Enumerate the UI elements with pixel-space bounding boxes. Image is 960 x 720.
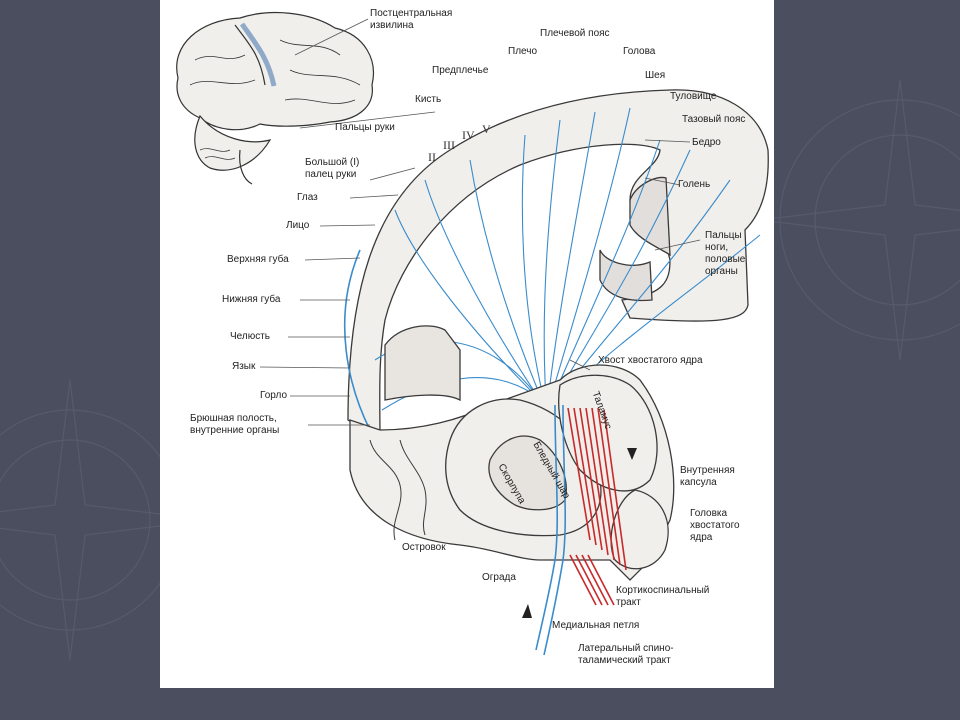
label-thumb: Большой (I) палец руки	[305, 157, 360, 180]
label-caudate-head: Головка хвостатого ядра	[690, 508, 740, 543]
label-throat: Горло	[260, 390, 288, 401]
label-spinothalamic-tract: Латеральный спино- таламический тракт	[578, 643, 674, 666]
label-neck: Шея	[645, 70, 666, 81]
label-corticospinal-tract: Кортикоспинальный тракт	[616, 585, 710, 608]
label-tongue: Язык	[232, 361, 256, 372]
cortex-arch	[347, 89, 769, 442]
label-viscera: Брюшная полость, внутренние органы	[190, 413, 280, 436]
roman-numeral-3: III	[443, 138, 455, 152]
arrow-down-icon	[627, 448, 637, 460]
label-thigh: Бедро	[692, 137, 721, 148]
label-insula: Островок	[402, 542, 446, 553]
label-caudate-tail: Хвост хвостатого ядра	[598, 355, 703, 366]
label-shin: Голень	[678, 179, 711, 190]
label-fingers: Пальцы руки	[335, 122, 395, 133]
arrow-up-icon	[522, 604, 532, 618]
label-upper-lip: Верхняя губа	[227, 254, 289, 265]
label-shoulder: Плечо	[508, 46, 538, 57]
label-hand: Кисть	[415, 94, 442, 105]
label-trunk: Туловище	[670, 91, 717, 102]
label-toes-genitals: Пальцы ноги, половые органы	[705, 230, 746, 277]
label-shoulder-girdle: Плечевой пояс	[540, 28, 610, 39]
brain-inset	[176, 11, 374, 185]
roman-numeral-5: V	[482, 122, 491, 136]
label-face: Лицо	[286, 220, 310, 231]
label-jaw: Челюсть	[230, 331, 271, 342]
label-eye: Глаз	[297, 192, 318, 203]
roman-numeral-4: IV	[462, 128, 475, 142]
label-claustrum: Ограда	[482, 572, 516, 583]
label-lower-lip: Нижняя губа	[222, 294, 281, 305]
label-medial-lemniscus: Медиальная петля	[552, 620, 640, 631]
label-pelvic-girdle: Тазовый пояс	[682, 114, 746, 125]
label-internal-capsule: Внутренняя капсула	[680, 465, 735, 488]
illustration-panel: Постцентральная извилина Плечевой пояс П…	[160, 0, 774, 688]
corticospinal-tract	[567, 407, 627, 606]
label-head: Голова	[623, 46, 656, 57]
leader-lines	[259, 18, 701, 426]
brain-cross-section-diagram	[176, 11, 769, 656]
ascending-tracts	[535, 404, 567, 656]
label-forearm: Предплечье	[432, 65, 489, 76]
roman-numeral-2: II	[428, 150, 436, 164]
label-postcentral-gyrus: Постцентральная извилина	[370, 8, 453, 31]
